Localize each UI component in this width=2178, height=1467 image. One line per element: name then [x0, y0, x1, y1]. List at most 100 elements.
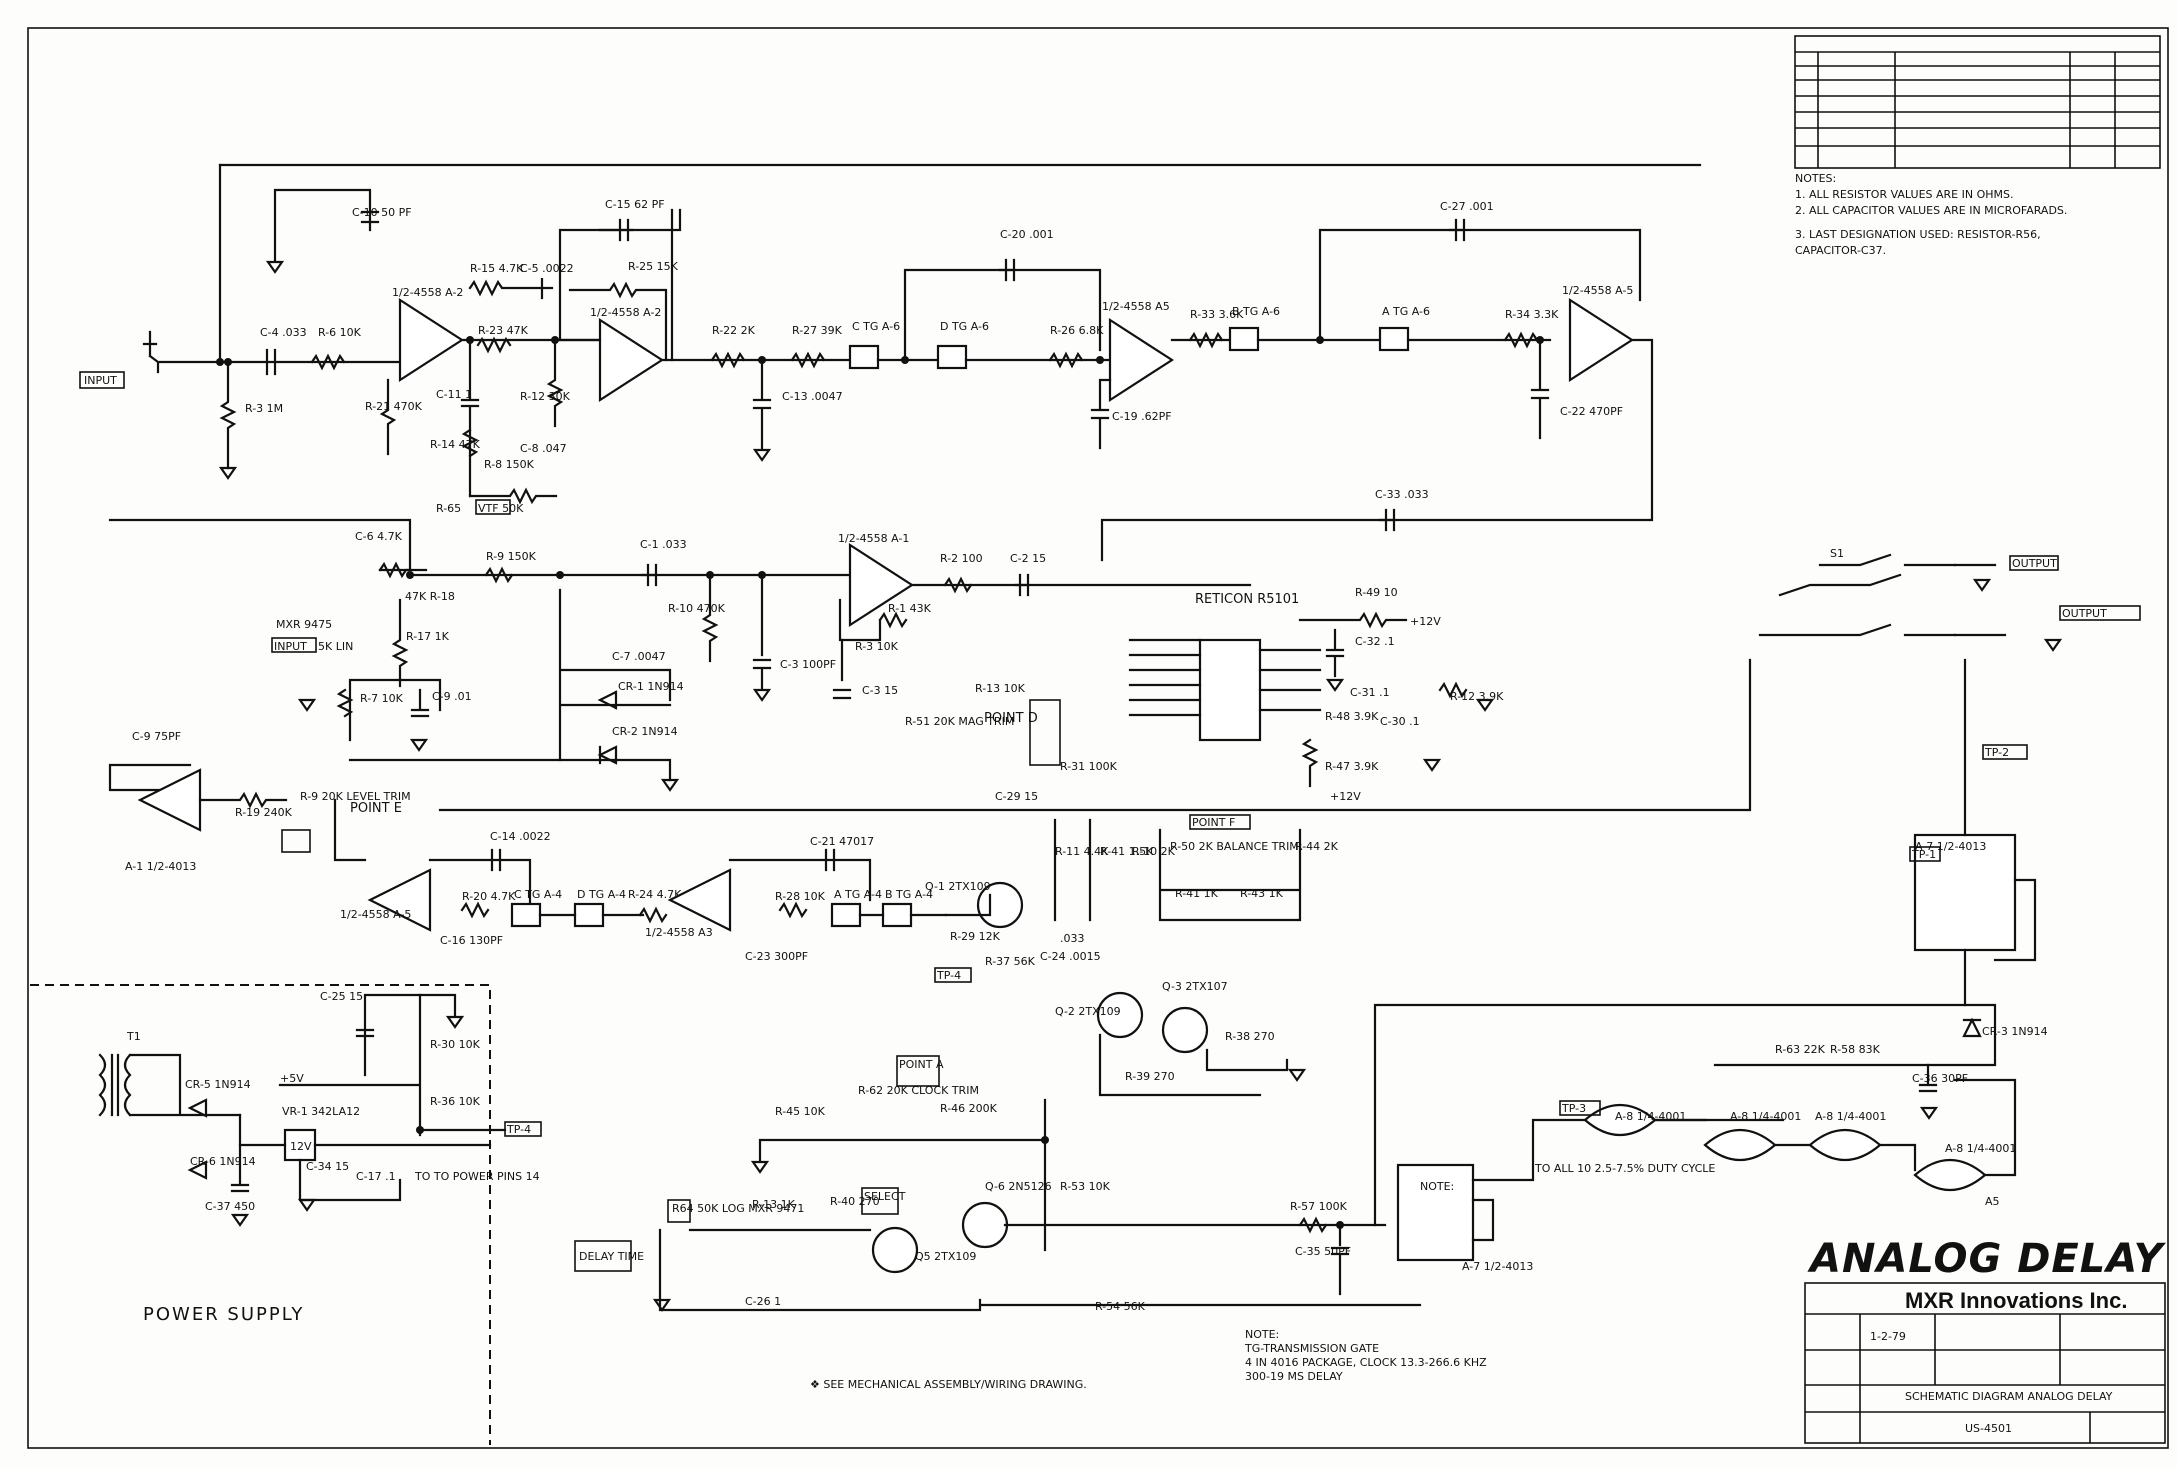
drawing-title: SCHEMATIC DIAGRAM ANALOG DELAY — [1905, 1390, 2113, 1403]
r24-label: R-24 4.7K — [628, 888, 682, 901]
opamp-a2-second-label: 1/2-4558 A-2 — [590, 306, 661, 319]
point-e-label: POINT E — [350, 801, 402, 816]
point-f-box — [1189, 814, 1251, 830]
cr5-diode — [187, 1098, 208, 1118]
output-terminal-a — [2009, 555, 2059, 571]
clock-section: POINT A R-62 20K CLOCK TRIM R-46 200K R-… — [574, 658, 2048, 1313]
sheet-border — [27, 27, 2169, 1449]
delay-time-label: DELAY TIME — [579, 1250, 644, 1263]
gate-a8-2 — [1703, 1128, 1777, 1162]
tp1-label: TP-1 — [1911, 848, 1936, 861]
c26-label: C-26 1 — [745, 1295, 781, 1308]
c15-label: C-15 62 PF — [605, 198, 665, 211]
r21-label: R-21 470K — [365, 400, 423, 413]
tg-d2-box — [573, 902, 605, 928]
tp2-label: TP-2 — [1984, 746, 2009, 759]
c28-label: .033 — [1060, 932, 1085, 945]
c11-label: C-11 1 — [436, 388, 472, 401]
opamp-a5-second — [1568, 297, 1635, 383]
c6-label: C-6 4.7K — [355, 530, 403, 543]
tg-a-label: A TG A-6 — [1382, 305, 1430, 318]
c3b-label: C-3 15 — [862, 684, 898, 697]
opamp-a1-left-label: A-1 1/2-4013 — [125, 860, 196, 873]
opamp-a1-label: 1/2-4558 A-1 — [838, 532, 909, 545]
ground-symbol — [265, 260, 285, 274]
tg-d-box — [936, 344, 968, 370]
r31-label: R-31 100K — [1060, 760, 1118, 773]
r12-label: R-12 30K — [520, 390, 571, 403]
tp-power-label: TP-4 — [506, 1123, 531, 1136]
opamp-a3-label: 1/2-4558 A3 — [645, 926, 713, 939]
tg-b-box — [1228, 326, 1260, 352]
cr1-label: CR-1 1N914 — [618, 680, 684, 693]
r28-label: R-28 10K — [775, 890, 826, 903]
v12-label: +12V — [1410, 615, 1441, 628]
tg-c2-box — [510, 902, 542, 928]
c5-label: C-5 .0022 — [520, 262, 574, 275]
q5-transistor — [871, 1226, 919, 1274]
r36-label: R-36 10K — [430, 1095, 481, 1108]
q6-label: Q-6 2N5126 — [985, 1180, 1052, 1193]
tp3-terminal — [1559, 1100, 1601, 1116]
c20-label: C-20 .001 — [1000, 228, 1054, 241]
r44-label: R-44 2K — [1295, 840, 1339, 853]
r6-label: R-6 10K — [318, 326, 362, 339]
q5-label: Q5 2TX109 — [915, 1250, 976, 1263]
power-supply-section: POWER SUPPLY T1 CR-5 1N914 CR-6 1N914 C-… — [30, 984, 542, 1445]
c8-label: C-8 .047 — [520, 442, 567, 455]
tg-d-label: D TG A-6 — [940, 320, 989, 333]
junction-dots — [216, 336, 1544, 1229]
r18-label: 47K R-18 — [405, 590, 455, 603]
c17-label: C-17 .1 — [356, 1170, 396, 1183]
power-supply-border — [30, 984, 491, 1445]
vr1-label: VR-1 342LA12 — [282, 1105, 360, 1118]
r2-label: R-2 100 — [940, 552, 983, 565]
point-d-label: POINT D — [984, 711, 1038, 726]
r48-label: R-48 3.9K — [1325, 710, 1379, 723]
tg-c-box — [848, 344, 880, 370]
q1-label: Q-1 2TX109 — [925, 880, 991, 893]
r10b-label: R-10 2K — [1132, 845, 1176, 858]
r49-label: R-49 10 — [1355, 586, 1398, 599]
r40-label: R-40 270 — [830, 1195, 880, 1208]
notes-line: 2. ALL CAPACITOR VALUES ARE IN MICROFARA… — [1795, 204, 2067, 217]
tp4-terminal — [934, 967, 972, 983]
point-a-label: POINT A — [899, 1058, 944, 1071]
output-terminal-b — [2059, 605, 2141, 621]
r25-label: R-25 15K — [628, 260, 679, 273]
r8-label: R-8 150K — [484, 458, 535, 471]
r13b-label: R-13 1K — [752, 1198, 796, 1211]
output-terminal-a-label: OUTPUT — [2012, 557, 2057, 570]
point-d-box — [1029, 699, 1061, 766]
q6-transistor — [961, 1201, 1009, 1249]
reticon-chip — [1198, 638, 1262, 742]
notes-line: 1. ALL RESISTOR VALUES ARE IN OHMS. — [1795, 188, 2013, 201]
vtf-label: VTF 50K — [478, 502, 524, 515]
output-terminal-b-label: OUTPUT — [2062, 607, 2107, 620]
tg-a-box — [1378, 326, 1410, 352]
note-section: NOTE: TG-TRANSMISSION GATE 4 IN 4016 PAC… — [810, 1328, 1487, 1391]
note-line: 300-19 MS DELAY — [1245, 1370, 1343, 1383]
note-title: NOTE: — [1245, 1328, 1279, 1341]
notes-line: NOTES: — [1795, 172, 1836, 185]
opamp-a2-first — [398, 297, 465, 383]
a7b-label: A-7 1/2-4013 — [1462, 1260, 1533, 1273]
r7-label: R-7 10K — [360, 692, 404, 705]
t1-transformer — [98, 1053, 132, 1117]
notes-line: CAPACITOR-C37. — [1795, 244, 1886, 257]
c21-label: C-21 47017 — [810, 835, 874, 848]
r45-label: R-45 10K — [775, 1105, 826, 1118]
r39-label: R-39 270 — [1125, 1070, 1175, 1083]
r63-label: R-63 22K — [1775, 1043, 1826, 1056]
s1-label: S1 — [1830, 547, 1844, 560]
input-terminal — [79, 371, 125, 389]
r37-label: R-37 56K — [985, 955, 1036, 968]
r65-label: R-65 — [436, 502, 461, 515]
power-supply-label: POWER SUPPLY — [143, 1304, 304, 1325]
q3-label: Q-3 2TX107 — [1162, 980, 1228, 993]
c10-label: C-10 50 PF — [352, 206, 412, 219]
tg-b2-box — [881, 902, 913, 928]
r33-label: R-33 3.6K — [1190, 308, 1244, 321]
